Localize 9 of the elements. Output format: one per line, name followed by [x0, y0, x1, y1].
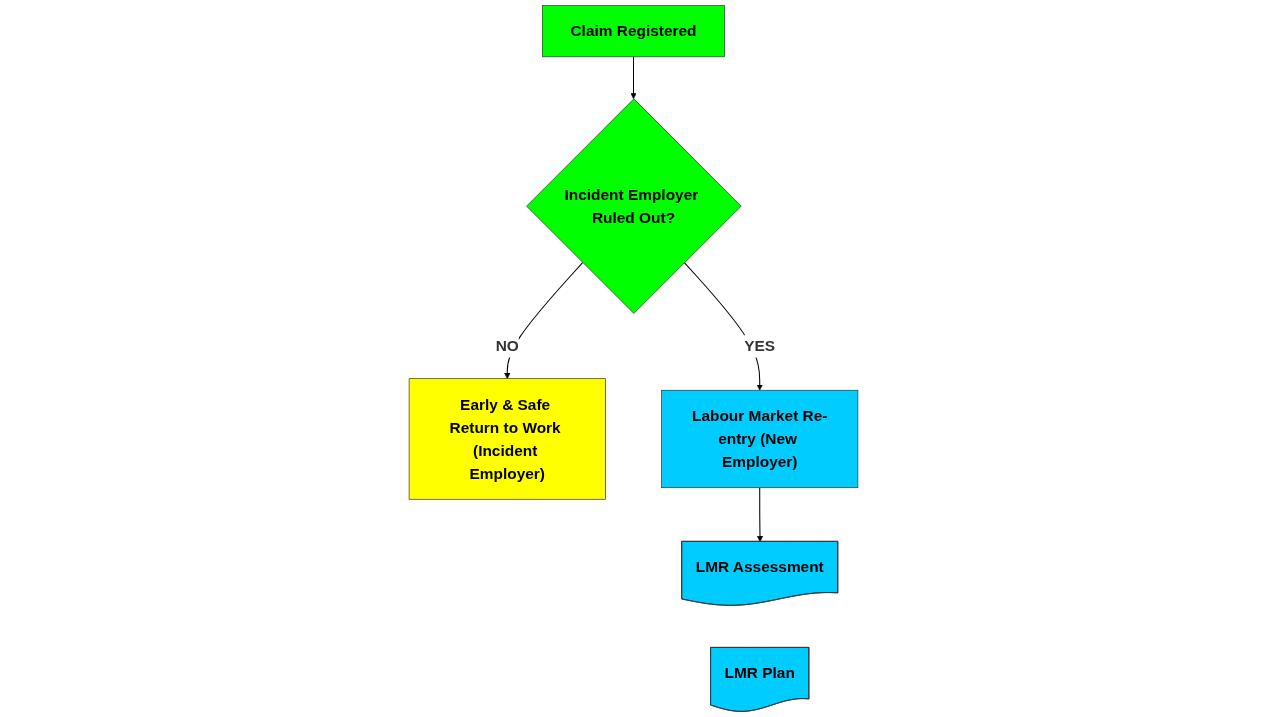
- node-diamond: [526, 98, 742, 314]
- arrow: [504, 262, 584, 379]
- edge-label: YES: [744, 337, 776, 355]
- arrow: [630, 56, 637, 100]
- node-box: [542, 5, 725, 58]
- edge-label: NO: [495, 337, 519, 355]
- arrow: [756, 487, 764, 542]
- node-box: [661, 389, 859, 489]
- node-box: [408, 378, 606, 500]
